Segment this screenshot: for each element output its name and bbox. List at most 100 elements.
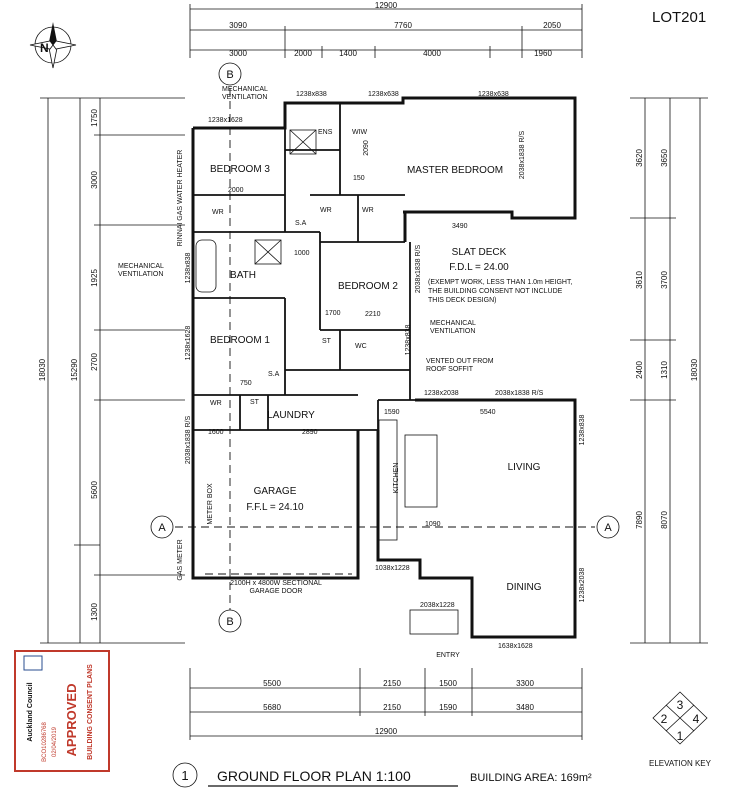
room-sa2: S.A — [268, 371, 280, 378]
title-number: 1 — [181, 768, 188, 783]
plan-label: 750 — [240, 380, 252, 387]
room-wiw: WIW — [352, 129, 368, 136]
stamp-sub: BUILDING CONSENT PLANS — [87, 664, 94, 760]
plan-label: 1238x638 — [478, 91, 509, 98]
dim-right-total: 18030 — [690, 358, 699, 381]
plan-label: 1238x2038 — [424, 390, 459, 397]
plan-label: 1238x838 — [296, 91, 327, 98]
room-bath: BATH — [230, 270, 256, 281]
plan-label: 2000 — [228, 187, 244, 194]
plan-label: 1238x1628 — [185, 326, 192, 361]
section-marker-a-left: A — [150, 515, 174, 539]
plan-label: 1500 — [439, 679, 457, 688]
plan-label: A — [604, 522, 612, 534]
dim-top-total: 12900 — [375, 1, 398, 10]
dim-top-f: 1400 — [339, 49, 357, 58]
plan-label: 3620 — [635, 149, 644, 167]
room-wr4: WR — [210, 400, 222, 407]
plan-label: 2038x1838 R/S — [495, 390, 544, 397]
stamp-council: Auckland Council — [27, 682, 34, 741]
room-st2: ST — [250, 399, 260, 406]
plan-label: B — [226, 69, 233, 81]
plan-label: 2038x1228 — [420, 602, 455, 609]
plan-label: 1925 — [90, 269, 99, 287]
room-wr: WR — [212, 209, 224, 216]
plan-label: 1638x1628 — [498, 643, 533, 650]
plan-label: 5540 — [480, 409, 496, 416]
deck-note-box: (EXEMPT WORK, LESS THAN 1.0m HEIGHT, THE… — [428, 279, 573, 304]
plan-label: 5600 — [90, 481, 99, 499]
council-logo-icon — [23, 655, 43, 671]
plan-label: 1090 — [425, 521, 441, 528]
room-wr2: WR — [320, 207, 332, 214]
ensuite-shower — [289, 129, 317, 155]
plan-label: 2400 — [635, 361, 644, 379]
section-marker-b-bottom: B — [218, 609, 242, 633]
title-block: 1 GROUND FLOOR PLAN 1:100 BUILDING AREA:… — [172, 762, 592, 788]
room-living: LIVING — [508, 462, 541, 473]
plan-label: 3480 — [516, 703, 534, 712]
plan-label: A — [158, 522, 166, 534]
plan-label: 5500 — [263, 679, 281, 688]
plan-label: 8070 — [660, 511, 669, 529]
building-area: BUILDING AREA: 169m² — [470, 772, 592, 784]
plan-label: 7890 — [635, 511, 644, 529]
dim-bottom-total: 12900 — [375, 727, 398, 736]
stamp-date: 02/04/2019 — [52, 726, 58, 757]
plan-label: N — [40, 41, 49, 55]
room-ens: ENS — [318, 129, 333, 136]
kitchen-island — [378, 419, 438, 541]
plan-label: 3700 — [660, 271, 669, 289]
plan-label: 3300 — [516, 679, 534, 688]
top-dimensions: 12900 3090 7760 2050 3000 2000 1400 4000… — [189, 1, 583, 58]
right-dimensions: 3620 3610 2400 7890 3650 3700 1310 8070 … — [630, 97, 708, 644]
plan-label: 2038x1838 R/S — [185, 416, 192, 465]
room-kitchen: KITCHEN — [393, 463, 400, 494]
dim-top-c: 2050 — [543, 21, 561, 30]
dim-top-e: 2000 — [294, 49, 312, 58]
approval-stamp: Auckland Council BCO10286768 02/04/2019 … — [14, 650, 110, 772]
dim-top-h: 1960 — [534, 49, 552, 58]
note-meter-box: METER BOX — [207, 483, 214, 525]
plan-label: 1700 — [325, 310, 341, 317]
room-st: ST — [322, 338, 332, 345]
room-entry: ENTRY — [436, 652, 460, 659]
note-mech-vent-2: MECHANICAL VENTILATION — [118, 263, 164, 278]
room-bedroom2: BEDROOM 2 — [338, 281, 398, 292]
plan-label: 1238x1628 — [208, 117, 243, 124]
plan-label: B — [226, 616, 233, 628]
plan-label: 2090 — [363, 140, 370, 156]
stamp-approved: APPROVED — [64, 684, 79, 757]
plan-label: 2150 — [383, 703, 401, 712]
plan-label: 1590 — [384, 409, 400, 416]
elevation-key: 3 2 4 1 ELEVATION KEY — [649, 691, 712, 768]
room-dining: DINING — [507, 582, 542, 593]
deck-note: (EXEMPT WORK, LESS THAN 1.0m HEIGHT, THE… — [428, 279, 573, 304]
dim-left-total: 18030 — [38, 358, 47, 381]
external-walls — [191, 96, 577, 639]
plan-label: 1238x2038 — [579, 568, 586, 603]
dim-left-sub: 15290 — [70, 358, 79, 381]
note-mech-vent-3: MECHANICAL VENTILATION — [430, 320, 476, 335]
room-master: MASTER BEDROOM — [407, 165, 503, 176]
plan-label: 1 — [677, 729, 684, 743]
plan-label: 2 — [661, 712, 668, 726]
lot-label: LOT201 — [652, 9, 706, 26]
plan-label: 1238x838 — [579, 415, 586, 446]
plan-label: 150 — [353, 175, 365, 182]
plan-label: 3000 — [90, 171, 99, 189]
plan-label: 1300 — [90, 603, 99, 621]
plan-label: 1038x1228 — [375, 565, 410, 572]
plan-label: 2150 — [383, 679, 401, 688]
section-marker-b-top: B — [218, 62, 242, 86]
dim-top-b: 7760 — [394, 21, 412, 30]
section-lines — [175, 88, 595, 610]
plan-label: 1238x838 — [405, 325, 412, 356]
left-dimensions: 18030 15290 1750 3000 1925 2700 5600 130… — [38, 97, 185, 644]
plan-label: 1590 — [439, 703, 457, 712]
plan-label: 1600 — [208, 429, 224, 436]
bath-shower — [254, 239, 282, 265]
dim-top-a: 3090 — [229, 21, 247, 30]
plan-label: 3610 — [635, 271, 644, 289]
